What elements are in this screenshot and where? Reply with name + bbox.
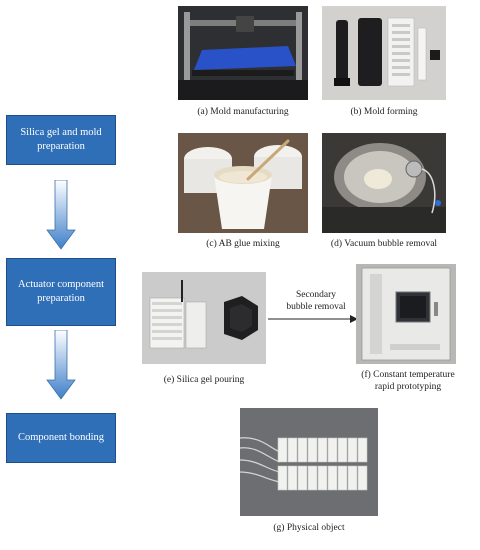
caption-line1: (f) Constant temperature [361, 370, 455, 380]
caption-physical-object: (g) Physical object [273, 523, 345, 533]
oven-photo [356, 264, 456, 364]
down-arrow-icon [46, 180, 76, 250]
flow-step-label: Silica gel and mold preparation [20, 126, 102, 152]
caption-line2: rapid prototyping [374, 381, 442, 392]
flow-step-label: Component bonding [17, 431, 105, 443]
flow-step-actuator-preparation: Actuator component preparation [6, 258, 116, 326]
mold-manufacturing-photo [178, 6, 308, 100]
vacuum-bubble-removal-photo [322, 133, 446, 233]
caption-mold-forming: (b) Mold forming [350, 107, 418, 117]
right-arrow-icon [268, 315, 358, 323]
flow-step-mold-preparation: Silica gel and mold preparation [6, 115, 116, 165]
secondary-label-line2: bubble removal [286, 301, 346, 312]
caption-mold-manufacturing: (a) Mold manufacturing [197, 107, 289, 117]
mold-forming-photo [322, 6, 446, 100]
down-arrow-icon [46, 330, 76, 400]
caption-silica-gel-pouring: (e) Silica gel pouring [163, 375, 245, 385]
caption-vacuum-bubble-removal: (d) Vacuum bubble removal [330, 239, 438, 249]
caption-ab-glue-mixing: (c) AB glue mixing [206, 239, 280, 249]
physical-object-photo [240, 408, 378, 516]
secondary-label-line1: Secondary [295, 290, 337, 300]
silica-gel-pouring-photo [142, 272, 266, 364]
ab-glue-mixing-photo [178, 133, 308, 233]
secondary-bubble-removal-label: Secondary bubble removal [278, 290, 354, 314]
flow-step-component-bonding: Component bonding [6, 413, 116, 463]
flow-step-label: Actuator component preparation [17, 278, 104, 304]
caption-constant-temperature: (f) Constant temperature rapid prototypi… [352, 370, 464, 394]
